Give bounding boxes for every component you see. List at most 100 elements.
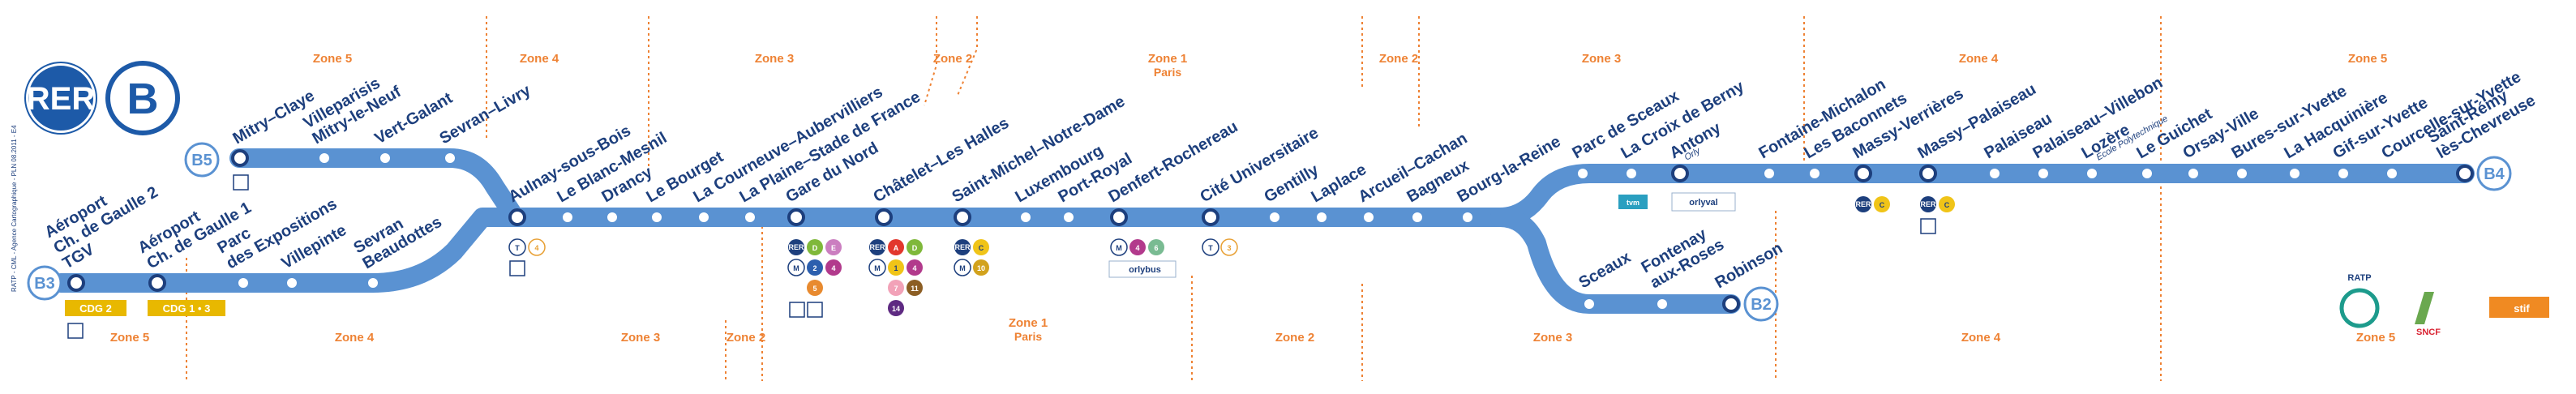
accessibility-icon [67, 323, 84, 339]
zone-label: Zone 3 [755, 52, 794, 66]
svg-text:RATP: RATP [2347, 273, 2371, 283]
accessibility-icon [789, 302, 805, 318]
stif-logo: stif [2489, 297, 2549, 318]
zone-label: Zone 3 [1582, 52, 1621, 66]
zone-label: Zone 2 [1379, 52, 1418, 66]
rer-logo: RER [24, 62, 97, 135]
station-name: Sceaux [1576, 248, 1635, 292]
credit-text: RATP - CML - Agence Cartographique - PLN… [11, 125, 18, 292]
zone-label: Zone 4 [1959, 52, 1999, 66]
connection-massy-palaiseau: RER C [1920, 196, 1955, 234]
orlyval-logo: orlyval [1689, 198, 1717, 208]
zone-label: Zone 4 [335, 331, 375, 345]
svg-text:14: 14 [892, 305, 900, 313]
zone-labels-top: Zone 5 Zone 4 Zone 3 Zone 2 Zone 1 Paris… [313, 52, 2387, 79]
svg-text:11: 11 [911, 285, 919, 293]
svg-text:2: 2 [812, 264, 817, 272]
svg-text:Fontenay aux-Roses: Fontenay aux-Roses [1639, 221, 1728, 293]
svg-text:D: D [812, 244, 818, 252]
zone-label: Zone 3 [1533, 331, 1572, 345]
svg-text:E: E [831, 244, 836, 252]
svg-text:T: T [1208, 244, 1213, 252]
connection-denfert: M 4 6 orlybus [1108, 238, 1177, 278]
svg-text:C: C [1879, 201, 1885, 209]
svg-text:B5: B5 [191, 152, 212, 169]
svg-text:7: 7 [894, 285, 898, 293]
svg-text:tvm: tvm [1627, 199, 1639, 207]
zone-label: Zone 5 [2348, 52, 2387, 66]
accessibility-icon [509, 260, 525, 276]
svg-text:M: M [1116, 244, 1122, 252]
terminus-badge-b4[interactable]: B4 [2476, 156, 2512, 191]
accessibility-icon [1920, 218, 1936, 234]
connection-cdg2: CDG 2 [65, 300, 126, 339]
terminus-badge-b5[interactable]: B5 [184, 142, 220, 178]
svg-text:C: C [979, 244, 984, 252]
zone-label: Zone 2 [933, 52, 972, 66]
svg-text:6: 6 [1154, 244, 1158, 252]
svg-text:M: M [959, 264, 966, 272]
line-letter: B [127, 75, 159, 123]
zone-sublabel: Paris [1014, 330, 1042, 343]
svg-text:M: M [793, 264, 799, 272]
connection-cite-u: T 3 [1202, 238, 1238, 256]
rer-logo-text: RER [27, 81, 96, 117]
terminus-badge-b3[interactable]: B3 [27, 265, 62, 301]
svg-text:RER: RER [1855, 200, 1871, 208]
svg-text:stif: stif [2514, 302, 2530, 315]
svg-text:T: T [515, 244, 520, 252]
svg-text:SNCF: SNCF [2416, 328, 2441, 337]
svg-text:4: 4 [534, 244, 538, 252]
svg-text:4: 4 [831, 264, 835, 272]
zone-label: Zone 1 [1009, 316, 1048, 330]
svg-text:RER: RER [788, 243, 804, 251]
zone-labels-bottom: Zone 5 Zone 4 Zone 3 Zone 2 Zone 1 Paris… [110, 316, 2395, 345]
zone-label: Zone 4 [520, 52, 559, 66]
station-name: Massy–Palaiseau [1915, 80, 2040, 162]
svg-text:CDG 1 • 3: CDG 1 • 3 [163, 302, 211, 315]
connection-cdg1: CDG 1 • 3 [148, 300, 225, 316]
track-robinson-branch [1490, 208, 1741, 314]
svg-text:5: 5 [812, 285, 817, 293]
svg-text:D: D [912, 244, 918, 252]
connection-st-michel: RER C M 10 [954, 239, 989, 276]
svg-text:10: 10 [977, 264, 985, 272]
accessibility-icon [233, 174, 249, 191]
zone-label: Zone 4 [1961, 331, 2001, 345]
connection-croix-berny: tvm [1618, 195, 1648, 209]
zone-sublabel: Paris [1154, 66, 1181, 79]
track-mitry-branch [229, 148, 525, 227]
connection-gare-nord: RER D E M 2 4 5 [787, 239, 842, 318]
connection-aulnay: T 4 [508, 238, 546, 276]
zone-label: Zone 2 [1275, 331, 1314, 345]
zone-label: Zone 5 [110, 331, 149, 345]
zone-label: Zone 5 [313, 52, 352, 66]
terminus-badge-b2[interactable]: B2 [1743, 286, 1779, 322]
station-name: Châtelet–Les Halles [871, 114, 1013, 207]
svg-text:3: 3 [1227, 244, 1231, 252]
svg-text:1: 1 [894, 264, 898, 272]
svg-text:RER: RER [1920, 200, 1936, 208]
orlybus-logo: orlybus [1129, 265, 1161, 275]
zone-label: Zone 1 [1148, 52, 1187, 66]
svg-text:B2: B2 [1751, 296, 1772, 314]
svg-text:C: C [1944, 201, 1950, 209]
zone-dividers [186, 16, 2162, 381]
svg-text:M: M [874, 264, 881, 272]
svg-text:B4: B4 [2484, 165, 2505, 183]
accessibility-icon [807, 302, 823, 318]
connection-chatelet: RER A D M 1 4 7 11 14 [868, 239, 923, 316]
station-name: Sevran–Livry [437, 81, 535, 148]
connection-antony: orlyval [1671, 192, 1736, 212]
svg-text:B3: B3 [34, 275, 55, 293]
sncf-logo: SNCF [2415, 292, 2441, 337]
connection-massy-verrieres: RER C [1855, 196, 1890, 212]
svg-text:4: 4 [1135, 244, 1139, 252]
svg-text:RER: RER [869, 243, 885, 251]
zone-label: Zone 3 [621, 331, 660, 345]
ratp-logo: RATP [2339, 273, 2380, 328]
svg-text:CDG 2: CDG 2 [79, 302, 112, 315]
zone-label: Zone 2 [727, 331, 765, 345]
svg-text:4: 4 [912, 264, 916, 272]
